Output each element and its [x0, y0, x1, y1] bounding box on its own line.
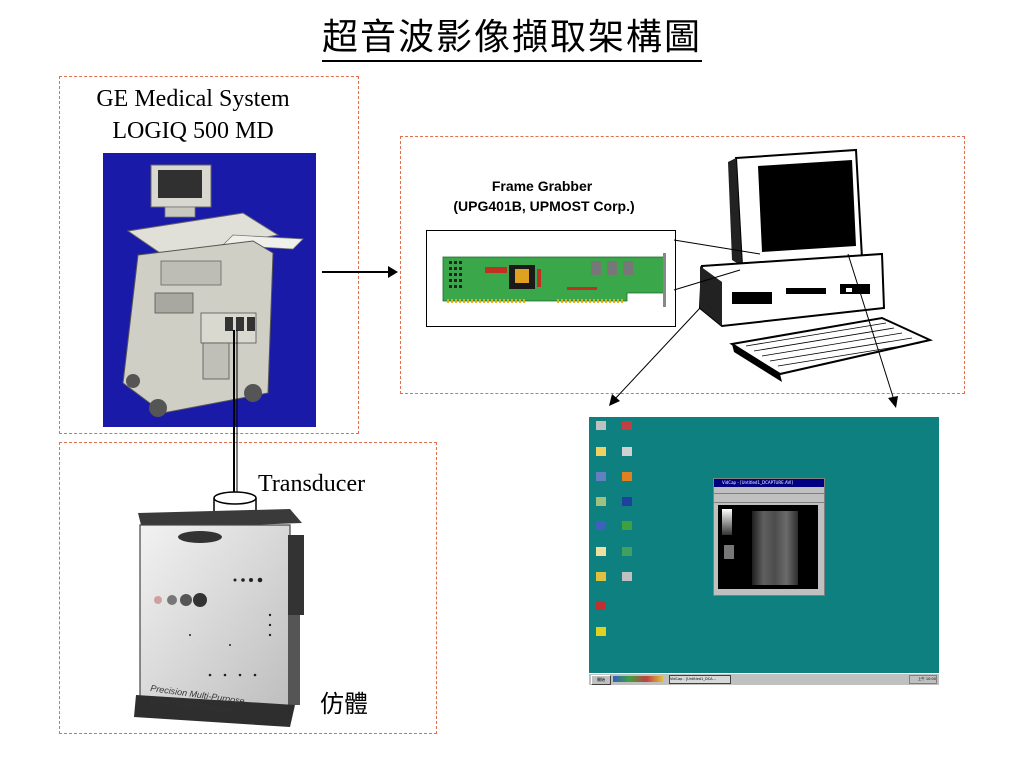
computer-box	[400, 136, 965, 394]
vidcap-window-title: VidCap - [Untitled1_DCAPTURE.AVI]	[714, 479, 824, 487]
ultrasound-label-line1: GE Medical System	[96, 86, 290, 112]
desktop-icon	[596, 627, 606, 636]
phantom-box	[59, 442, 437, 734]
captured-desktop-screenshot: VidCap - [Untitled1_DCAPTURE.AVI] 開始 Vid…	[589, 417, 939, 685]
desktop-icon	[596, 572, 606, 581]
desktop-icon	[596, 521, 606, 530]
desktop-icon	[596, 547, 606, 556]
ultrasound-box	[59, 76, 359, 434]
frame-grabber-label-line2: (UPG401B, UPMOST Corp.)	[453, 198, 635, 214]
vidcap-window[interactable]: VidCap - [Untitled1_DCAPTURE.AVI]	[713, 478, 825, 596]
desktop-icon	[596, 497, 606, 506]
taskbar: 開始 VidCap - [Untitled1_DCA... 上午 10:00	[589, 673, 939, 685]
transducer-label: Transducer	[258, 471, 366, 497]
vidcap-video-frame	[718, 505, 818, 589]
taskbar-clock: 上午 10:00	[909, 675, 937, 684]
quicklaunch-icons[interactable]	[613, 676, 663, 682]
transducer-cable	[233, 330, 238, 500]
vidcap-toolbar[interactable]	[714, 494, 824, 503]
page-title-text: 超音波影像擷取架構圖	[321, 17, 702, 62]
desktop-icon	[596, 472, 606, 481]
arrow-to-computer	[322, 266, 398, 278]
desktop-icon	[622, 472, 632, 481]
desktop-icon	[596, 421, 606, 430]
ultrasound-label-line2: LOGIQ 500 MD	[112, 118, 274, 144]
ultrasound-machine-icon	[122, 164, 304, 417]
frame-grabber-card-box	[426, 230, 676, 327]
ultrasound-machine-image	[103, 153, 316, 427]
desktop-icon	[596, 447, 606, 456]
page-title: 超音波影像擷取架構圖	[0, 8, 1024, 62]
phantom-icon: Precision Multi-Purpose Grey Scale Phant…	[134, 509, 304, 727]
taskbar-item-vidcap[interactable]: VidCap - [Untitled1_DCA...	[669, 675, 731, 684]
vidcap-menubar[interactable]	[714, 487, 824, 494]
desktop-icon	[622, 521, 632, 530]
desktop-icon	[622, 572, 632, 581]
phantom-image: Precision Multi-Purpose Grey Scale Phant…	[130, 495, 305, 730]
start-button[interactable]: 開始	[591, 675, 611, 685]
frame-grabber-label-line1: Frame Grabber	[491, 178, 593, 194]
desktop-icon	[622, 421, 632, 430]
desktop-icon	[596, 601, 606, 610]
pci-card-icon	[442, 253, 666, 307]
phantom-label: 仿體	[320, 690, 368, 718]
card-to-computer-lines	[673, 239, 761, 291]
arrows-to-display	[609, 253, 898, 408]
desktop-icon	[622, 547, 632, 556]
desktop-icon	[622, 497, 632, 506]
desktop-icon	[622, 447, 632, 456]
computer-icon	[698, 148, 934, 382]
